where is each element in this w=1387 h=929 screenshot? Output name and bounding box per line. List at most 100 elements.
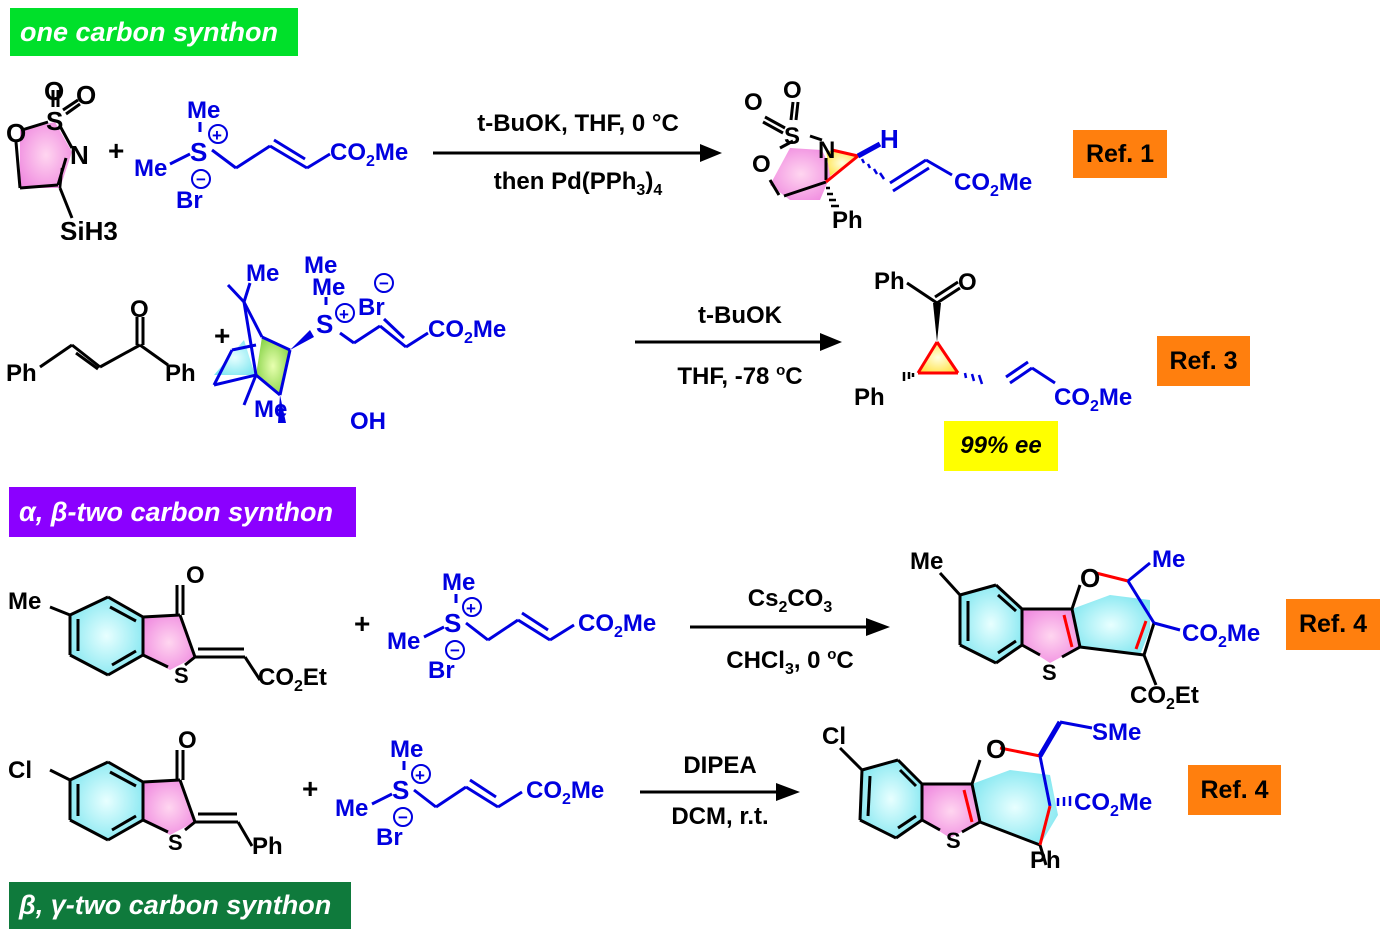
bromide-label: Br <box>376 824 403 851</box>
ref-badge: Ref. 4 <box>1188 765 1281 815</box>
hashed-wedge <box>963 372 984 385</box>
negative-charge-icon <box>374 273 394 293</box>
methyl-label: Me <box>304 252 337 279</box>
plus-sign: + <box>354 608 370 639</box>
atom-o: O <box>130 296 149 323</box>
ref-badge: Ref. 3 <box>1157 336 1250 386</box>
charge-sign: + <box>415 766 425 785</box>
reaction-4: Cl O S Ph + Me + S Me − Br CO2Me <box>8 720 1152 874</box>
charge-sign: + <box>466 599 476 618</box>
phenyl-label: Ph <box>6 360 37 387</box>
ester-label: CO2Me <box>1054 384 1132 415</box>
atom-s: S <box>784 123 800 150</box>
product-thienopyran <box>938 561 1181 686</box>
methyl-label: Me <box>442 569 475 596</box>
methyl-label: Me <box>910 548 943 575</box>
plus-sign: + <box>108 135 124 166</box>
phenyl-label: Ph <box>1030 847 1061 874</box>
methyl-label: Me <box>335 795 368 822</box>
sulfonium-reagent <box>169 122 331 170</box>
hashed-wedge <box>1056 796 1072 806</box>
atom-s: S <box>316 309 333 339</box>
atom-s: S <box>174 663 189 688</box>
atom-o: O <box>958 269 977 296</box>
atom-o: O <box>186 562 205 589</box>
atom-o: O <box>783 77 802 104</box>
charge-sign: + <box>339 305 349 324</box>
conditions-bottom: DCM, r.t. <box>671 803 769 830</box>
negative-charge-icon <box>191 169 211 189</box>
hashed-wedge <box>860 158 886 180</box>
charge-sign: − <box>398 808 408 827</box>
atom-o: O <box>744 89 763 116</box>
bromide-label: Br <box>358 294 385 321</box>
methyl-label: Me <box>134 155 167 182</box>
atom-s: S <box>444 608 461 638</box>
substrate-benzothiophenone-ester <box>49 585 262 681</box>
atom-o: O <box>44 76 64 106</box>
atom-s: S <box>46 106 63 136</box>
atom-s: S <box>392 775 409 805</box>
atom-s: S <box>168 830 183 855</box>
phenyl-label: Ph <box>252 833 283 860</box>
atom-o: O <box>986 734 1006 764</box>
chloro-label: Cl <box>8 757 32 784</box>
positive-charge-icon <box>462 597 482 617</box>
arrow-head-icon <box>700 144 722 162</box>
charge-sign: − <box>450 641 460 660</box>
substrate-chalcone <box>39 317 169 371</box>
ester-label: CO2Me <box>330 139 408 170</box>
cyclopropane-fill <box>918 342 958 373</box>
product-cyclopropane <box>906 280 1056 385</box>
bromide-label: Br <box>176 187 203 214</box>
product-aziridine <box>762 101 953 200</box>
product-dihydrothienopyran <box>838 720 1093 866</box>
hashed-wedge <box>902 372 915 381</box>
bromide-label: Br <box>428 657 455 684</box>
positive-charge-icon <box>335 303 355 323</box>
methyl-label: Me <box>246 260 279 287</box>
arrow-head-icon <box>820 333 842 351</box>
reaction-3: Me O S CO2Et + Me + S Me − Br CO2Me <box>8 546 1260 713</box>
ref-badge: Ref. 4 <box>1286 599 1380 650</box>
methyl-label: Me <box>8 588 41 615</box>
hashed-wedge <box>826 186 839 208</box>
phenyl-label: Ph <box>854 384 885 411</box>
arrow-head-icon <box>776 783 800 801</box>
wedge-bond <box>290 330 314 350</box>
ester-label: CO2Et <box>258 664 327 695</box>
ester-label: CO2Me <box>954 169 1032 200</box>
substrate-benzylidene-benzothiophenone <box>49 750 254 847</box>
methyl-label: Me <box>254 396 287 423</box>
atom-o: O <box>6 118 26 148</box>
atom-o: O <box>178 727 197 754</box>
methyl-label: Me <box>312 274 345 301</box>
section-label-beta-gamma: β, γ-two carbon synthon <box>9 882 351 929</box>
atom-s: S <box>190 137 207 167</box>
atom-o: O <box>1080 563 1100 593</box>
conditions-bottom: CHCl3, 0 oC <box>726 646 854 678</box>
sulfonium-reagent <box>423 594 575 642</box>
ester-label: CO2Me <box>428 316 506 347</box>
methyl-label: Me <box>187 97 220 124</box>
methyl-label: Me <box>387 628 420 655</box>
conditions-top: t-BuOK, THF, 0 °C <box>477 110 679 137</box>
camphor-sulfonium-reagent <box>212 282 429 406</box>
arrow-head-icon <box>866 618 890 636</box>
methyl-label: Me <box>1152 546 1185 573</box>
atom-o: O <box>752 151 771 178</box>
charge-sign: − <box>379 274 389 293</box>
positive-charge-icon <box>208 124 228 144</box>
ester-label: CO2Me <box>1074 789 1152 820</box>
atom-s: S <box>1042 660 1057 685</box>
hydroxyl-label: OH <box>350 408 386 435</box>
conditions-bottom: THF, -78 oC <box>677 362 803 390</box>
plus-sign: + <box>214 320 230 351</box>
wedge-bond <box>278 395 286 423</box>
phenyl-label: Ph <box>832 207 863 234</box>
section-label-alpha-beta: α, β-two carbon synthon <box>9 487 356 537</box>
substrate-sultam <box>14 90 81 219</box>
positive-charge-icon <box>411 764 431 784</box>
ester-label: CO2Et <box>1130 682 1199 713</box>
charge-sign: − <box>196 170 206 189</box>
